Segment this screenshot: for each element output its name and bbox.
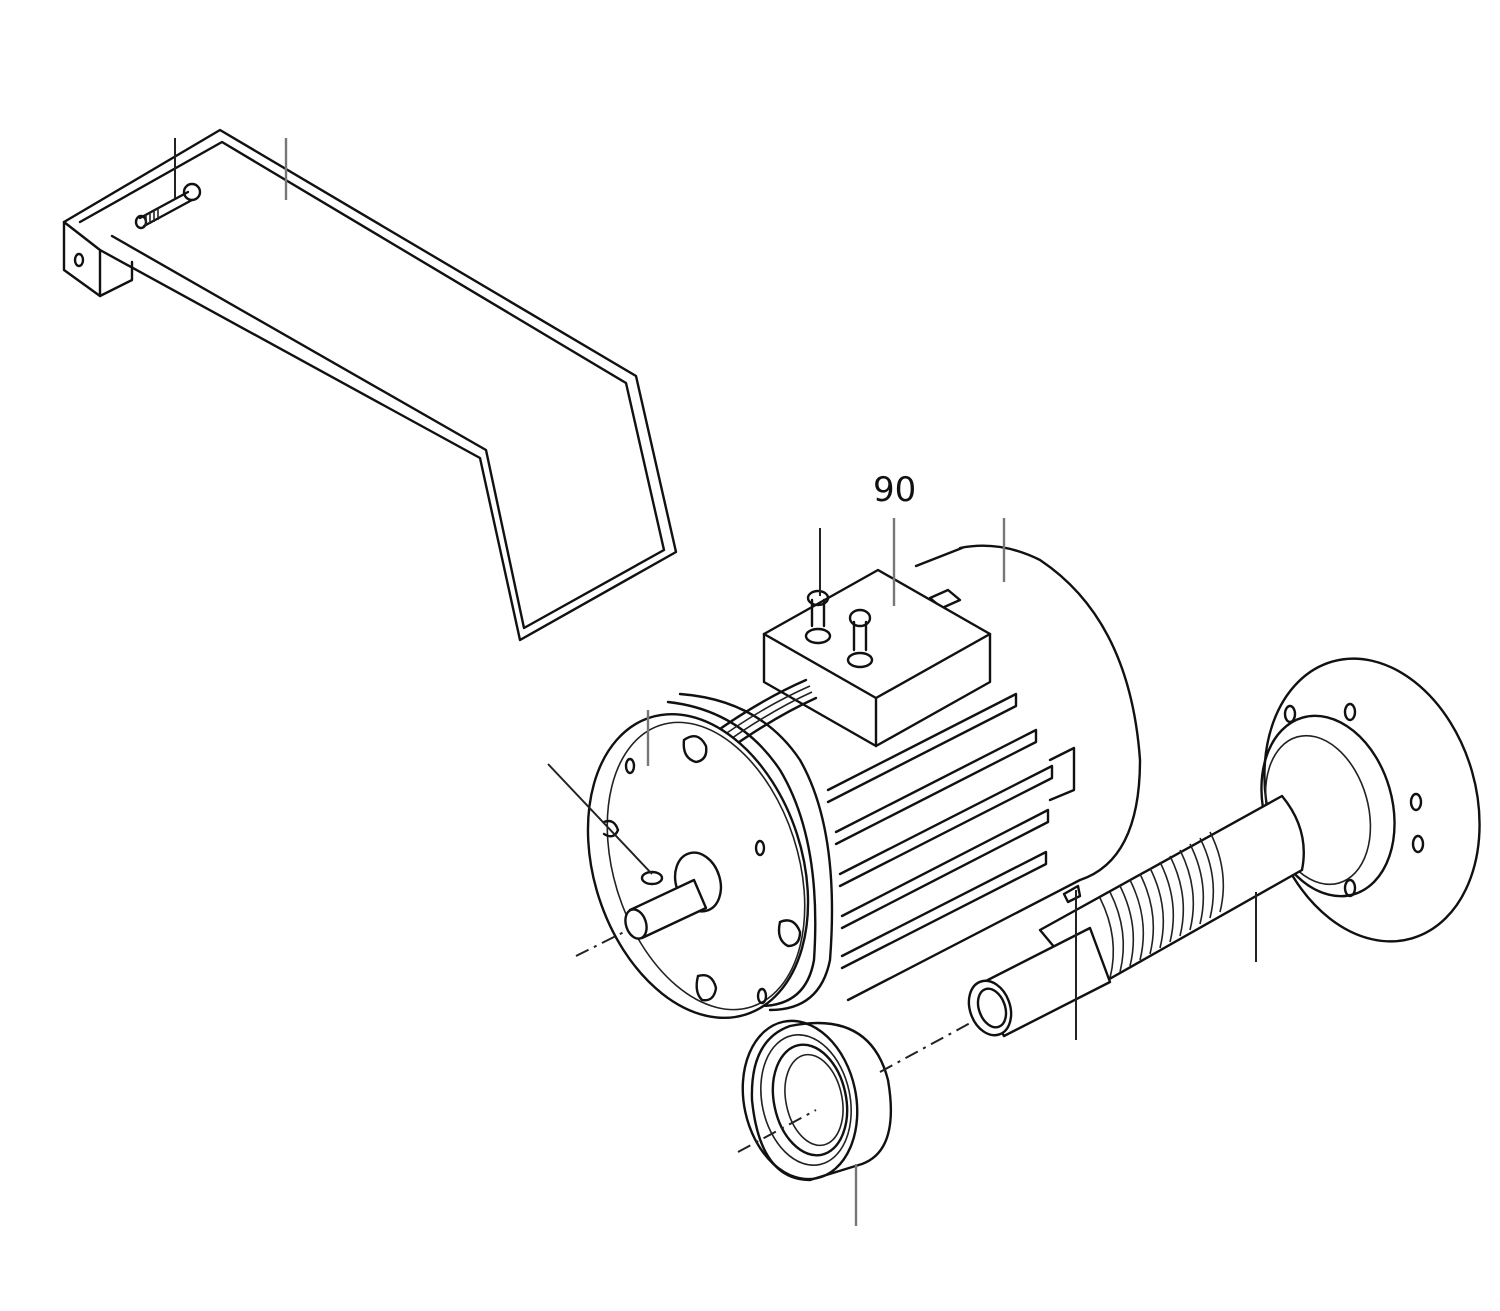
flanged-shaft-with-bellows xyxy=(1038,657,1481,992)
ball-bearing xyxy=(741,1019,893,1182)
callout-90: 90 xyxy=(873,470,917,510)
terminal-box xyxy=(762,568,992,748)
sleeve xyxy=(967,926,1112,1038)
retaining-pin xyxy=(1062,884,1082,904)
terminal-box-screws xyxy=(804,589,874,669)
shaft-key xyxy=(640,870,664,886)
end-shield xyxy=(586,712,810,1020)
bracket xyxy=(62,128,678,642)
axis-line xyxy=(575,929,629,957)
bracket-screw xyxy=(134,182,202,230)
axis-line xyxy=(879,1021,973,1073)
motor-shaft xyxy=(624,851,723,940)
leader-line xyxy=(547,763,653,875)
